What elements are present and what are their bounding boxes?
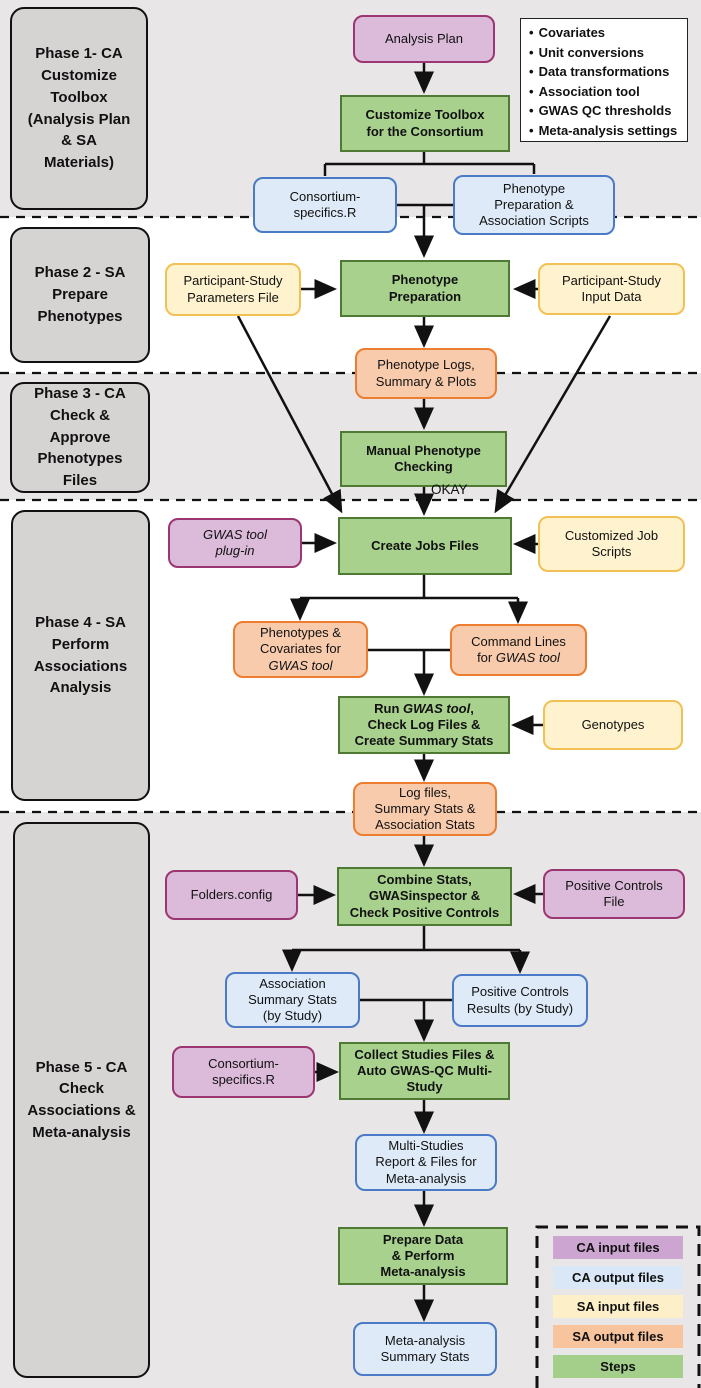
node-participant-study-parameters-file: Participant-Study Parameters File <box>165 263 301 316</box>
okay-label: OKAY <box>431 482 468 497</box>
phase-4-label: Phase 4 - SA Perform Associations Analys… <box>11 510 150 801</box>
node-combine-stats-gwasinspector-check-positive-controls: Combine Stats, GWASinspector & Check Pos… <box>337 867 512 926</box>
node-create-jobs-files: Create Jobs Files <box>338 517 512 575</box>
node-multi-studies-report-files: Multi-Studies Report & Files for Meta-an… <box>355 1134 497 1191</box>
node-command-lines-for-gwas-tool: Command Lines for GWAS tool <box>450 624 587 676</box>
legend-sa-input-files: SA input files <box>553 1295 683 1318</box>
callout-item: •GWAS QC thresholds <box>529 103 672 118</box>
node-prepare-data-perform-meta-analysis: Prepare Data & Perform Meta-analysis <box>338 1227 508 1285</box>
node-meta-analysis-summary-stats: Meta-analysis Summary Stats <box>353 1322 497 1376</box>
phase-1-label: Phase 1- CA Customize Toolbox (Analysis … <box>10 7 148 210</box>
node-consortium-specifics-r: Consortium- specifics.R <box>253 177 397 233</box>
phase-3-label: Phase 3 - CA Check & Approve Phenotypes … <box>10 382 150 493</box>
node-phenotypes-covariates-for-gwas-tool: Phenotypes & Covariates for GWAS tool <box>233 621 368 678</box>
legend: CA input files CA output files SA input … <box>537 1227 701 1388</box>
node-phenotype-prep-association-scripts: Phenotype Preparation & Association Scri… <box>453 175 615 235</box>
callout-item: •Association tool <box>529 83 640 99</box>
node-positive-controls-results-by-study: Positive Controls Results (by Study) <box>452 974 588 1027</box>
node-gwas-tool-plugin: GWAS tool plug-in <box>168 518 302 568</box>
node-participant-study-input-data: Participant-Study Input Data <box>538 263 685 315</box>
toolbox-settings-callout: •Covariates •Unit conversions •Data tran… <box>520 18 688 142</box>
node-log-files-summary-association-stats: Log files, Summary Stats & Association S… <box>353 782 497 836</box>
node-customize-toolbox: Customize Toolbox for the Consortium <box>340 95 510 152</box>
node-consortium-specifics-r-2: Consortium- specifics.R <box>172 1046 315 1098</box>
legend-sa-output-files: SA output files <box>553 1325 683 1348</box>
callout-item: •Meta-analysis settings <box>529 122 678 138</box>
callout-item: •Data transformations <box>529 64 670 79</box>
callout-item: •Unit conversions <box>529 44 645 60</box>
node-manual-phenotype-checking: Manual Phenotype Checking <box>340 431 507 487</box>
phase-5-label: Phase 5 - CA Check Associations & Meta-a… <box>13 822 150 1378</box>
callout-item: •Covariates <box>529 25 606 40</box>
node-analysis-plan: Analysis Plan <box>353 15 495 63</box>
node-genotypes: Genotypes <box>543 700 683 750</box>
node-customized-job-scripts: Customized Job Scripts <box>538 516 685 572</box>
node-run-gwas-tool-check-logs-create-summary-stats: Run GWAS tool, Check Log Files & Create … <box>338 696 510 754</box>
node-positive-controls-file: Positive Controls File <box>543 869 685 919</box>
node-phenotype-logs-summary-plots: Phenotype Logs, Summary & Plots <box>355 348 497 399</box>
phase-2-label: Phase 2 - SA Prepare Phenotypes <box>10 227 150 363</box>
node-collect-studies-files-auto-gwas-qc: Collect Studies Files & Auto GWAS-QC Mul… <box>339 1042 510 1100</box>
node-phenotype-preparation: Phenotype Preparation <box>340 260 510 317</box>
node-association-summary-stats-by-study: Association Summary Stats (by Study) <box>225 972 360 1028</box>
legend-ca-output-files: CA output files <box>553 1266 683 1289</box>
node-folders-config: Folders.config <box>165 870 298 920</box>
legend-ca-input-files: CA input files <box>553 1236 683 1259</box>
legend-steps: Steps <box>553 1355 683 1378</box>
